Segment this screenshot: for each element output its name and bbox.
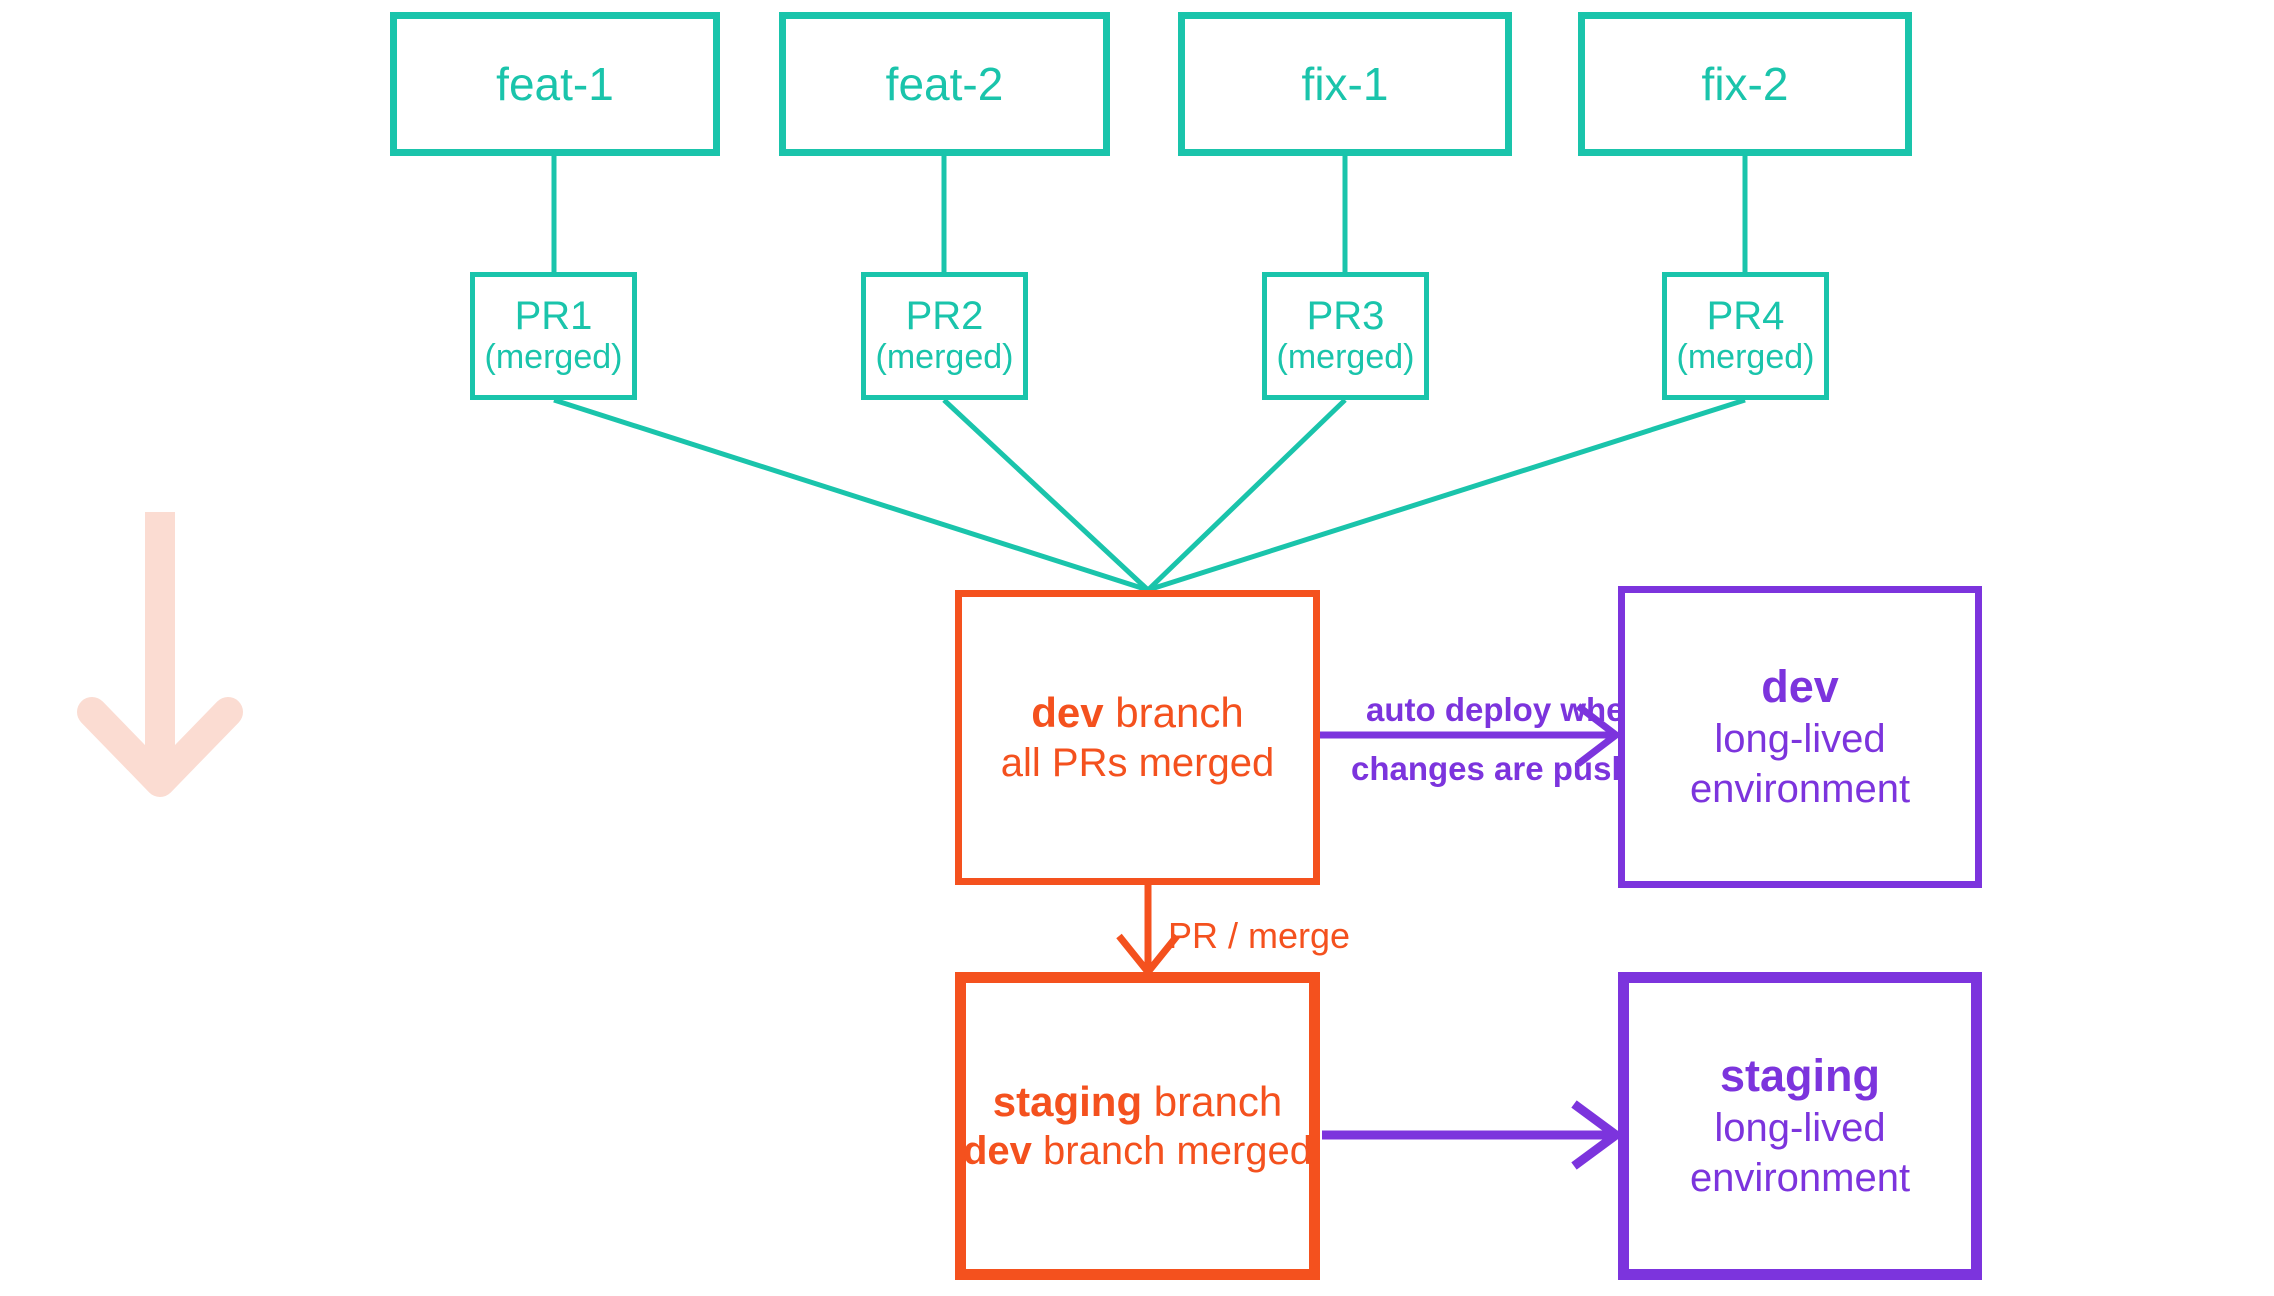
feature-branch-label: fix-1 — [1301, 57, 1389, 110]
pull-request-pr1[interactable]: PR1 (merged) — [470, 272, 637, 400]
staging-branch-name: staging — [992, 1077, 1143, 1125]
staging-environment-line1: long-lived — [1714, 1106, 1886, 1150]
dev-environment-name: dev — [1761, 661, 1839, 712]
feature-branch-fix-1[interactable]: fix-1 — [1178, 12, 1512, 156]
auto-deploy-label-bottom: changes are pushed — [1351, 750, 1671, 787]
staging-environment-node[interactable]: staging long-lived environment — [1618, 972, 1982, 1280]
pull-request-title: PR4 — [1706, 294, 1785, 339]
feature-branch-label: fix-2 — [1701, 57, 1789, 110]
dev-branch-title: dev branch — [1031, 687, 1243, 738]
pull-request-title: PR3 — [1306, 294, 1385, 339]
pr-merge-label: PR / merge — [1168, 915, 1351, 956]
staging-branch-detail-rest: branch merged — [1031, 1129, 1313, 1174]
dev-branch-node[interactable]: dev branch all PRs merged — [955, 590, 1320, 885]
auto-deploy-label-top: auto deploy when — [1366, 691, 1645, 728]
dev-environment-node[interactable]: dev long-lived environment — [1618, 586, 1982, 888]
pull-request-status: (merged) — [484, 338, 623, 377]
dev-branch-name: dev — [1031, 689, 1104, 737]
staging-environment-name: staging — [1719, 1050, 1880, 1101]
staging-branch-detail-bold: dev — [962, 1129, 1032, 1174]
pull-request-title: PR1 — [514, 294, 593, 339]
feature-branch-fix-2[interactable]: fix-2 — [1578, 12, 1912, 156]
feature-branch-feat-2[interactable]: feat-2 — [779, 12, 1110, 156]
dev-branch-detail: all PRs merged — [1000, 740, 1275, 785]
dev-environment-line2: environment — [1689, 767, 1911, 811]
pull-request-pr3[interactable]: PR3 (merged) — [1262, 272, 1429, 400]
staging-environment-line2: environment — [1689, 1156, 1911, 1200]
arrowhead-staging-env — [1571, 1100, 1624, 1170]
pull-request-status: (merged) — [875, 338, 1014, 377]
connector-pr2-dev — [942, 398, 1150, 592]
pull-request-pr4[interactable]: PR4 (merged) — [1662, 272, 1829, 400]
staging-branch-suffix: branch — [1142, 1077, 1283, 1125]
staging-branch-title: staging branch — [993, 1076, 1282, 1127]
pull-request-status: (merged) — [1276, 338, 1415, 377]
pull-request-status: (merged) — [1676, 338, 1815, 377]
dev-environment-line1: long-lived — [1714, 717, 1886, 761]
connector-pr1-dev — [553, 397, 1149, 593]
feature-branch-label: feat-1 — [496, 57, 614, 110]
staging-branch-detail: dev branch merged — [963, 1127, 1312, 1176]
down-arrow-icon — [77, 512, 243, 797]
feature-branch-label: feat-2 — [885, 57, 1004, 110]
feature-branch-feat-1[interactable]: feat-1 — [390, 12, 720, 156]
connector-pr4-dev — [1147, 397, 1746, 593]
pull-request-pr2[interactable]: PR2 (merged) — [861, 272, 1028, 400]
pull-request-title: PR2 — [905, 294, 984, 339]
dev-branch-suffix: branch — [1103, 689, 1244, 737]
staging-branch-node[interactable]: staging branch dev branch merged — [955, 972, 1320, 1280]
connector-pr3-dev — [1146, 398, 1347, 592]
